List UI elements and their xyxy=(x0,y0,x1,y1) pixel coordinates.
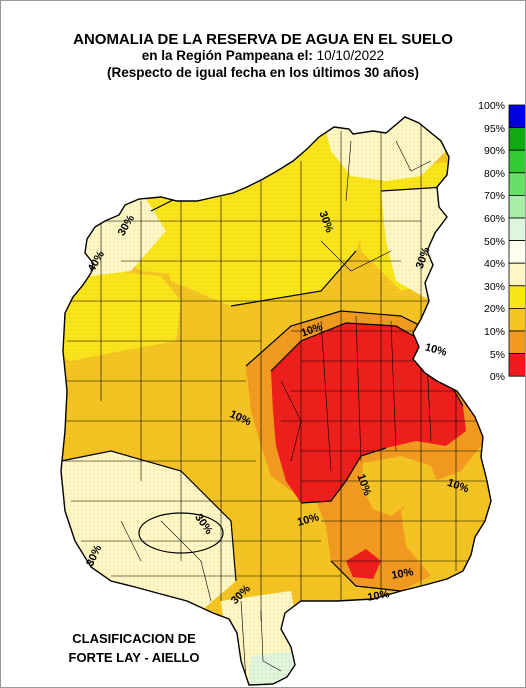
legend-swatch xyxy=(508,262,525,287)
legend-bar xyxy=(508,104,525,377)
legend-swatch xyxy=(508,127,525,151)
contour-label: 10% xyxy=(296,511,321,528)
map-reference-note: (Respecto de igual fecha en los últimos … xyxy=(106,65,420,80)
legend-label: 10% xyxy=(483,326,505,338)
map-subtitle: en la Región Pampeana el: 10/10/2022 xyxy=(1,48,525,63)
legend-label: 50% xyxy=(483,235,505,248)
classification-line-1: CLASIFICACION DE xyxy=(72,631,196,646)
legend-label: 60% xyxy=(483,213,505,225)
legend-swatch xyxy=(508,194,525,219)
legend-swatch xyxy=(508,149,525,174)
classification-note: CLASIFICACION DE FORTE LAY - AIELLO xyxy=(39,629,229,667)
region-prefix: en la Región Pampeana el: xyxy=(141,48,313,63)
legend-swatch xyxy=(508,172,525,196)
region-outline xyxy=(60,116,492,686)
legend-label: 20% xyxy=(483,303,505,316)
dotted-texture xyxy=(61,117,491,685)
district-boundaries xyxy=(63,121,491,682)
legend-label: 0% xyxy=(489,371,505,384)
legend-label: 5% xyxy=(489,348,505,361)
legend-swatch xyxy=(508,285,525,309)
contour-label: 10% xyxy=(424,341,449,358)
legend-labels: 100% 95% 90% 80% 70% 60% 50% 40% 30% 20% 10% 5% 0% xyxy=(463,99,505,419)
legend-label: 95% xyxy=(483,122,505,135)
legend-swatch xyxy=(508,104,525,129)
map-date: 10/10/2022 xyxy=(316,48,385,63)
legend-swatch xyxy=(508,353,525,377)
contour-label: 10% xyxy=(367,588,391,604)
map-title: ANOMALIA DE LA RESERVA DE AGUA EN EL SUE… xyxy=(73,31,453,48)
legend-label: 90% xyxy=(483,145,505,158)
legend-label: 70% xyxy=(483,190,505,203)
legend-swatch xyxy=(508,307,525,332)
legend-label: 40% xyxy=(483,258,505,271)
classification-line-2: FORTE LAY - AIELLO xyxy=(68,650,200,665)
legend-swatch xyxy=(508,217,525,242)
legend-swatch xyxy=(508,330,525,355)
legend-label: 80% xyxy=(483,167,505,180)
legend-label: 100% xyxy=(478,100,505,112)
legend-swatch xyxy=(508,240,525,264)
legend-label: 30% xyxy=(483,280,505,293)
contour-label: 10% xyxy=(391,566,415,582)
